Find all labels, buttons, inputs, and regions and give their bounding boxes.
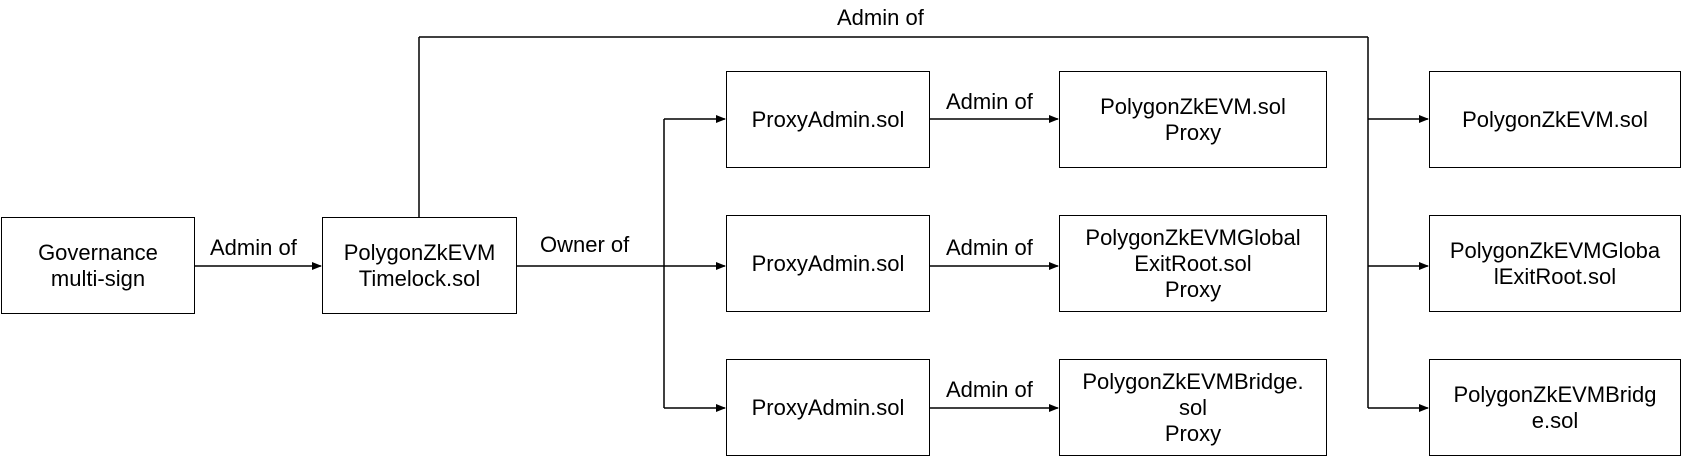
edge-label-proxy-admin-2-admin-of: Admin of — [946, 235, 1033, 260]
node-label-line: PolygonZkEVM.sol — [1100, 93, 1286, 119]
node-label-line: PolygonZkEVMBridg — [1453, 381, 1657, 407]
node-label-line: Proxy — [1164, 276, 1222, 302]
node-label-line: e.sol — [1531, 407, 1579, 433]
proxy-admin-box-1: ProxyAdmin.sol — [726, 71, 930, 168]
node-label-line: ExitRoot.sol — [1134, 250, 1252, 276]
bridge-proxy-box: PolygonZkEVMBridge. sol Proxy — [1059, 359, 1327, 456]
node-label-line: Proxy — [1164, 119, 1222, 145]
node-label-line: PolygonZkEVM.sol — [1462, 106, 1648, 132]
proxy-admin-box-3: ProxyAdmin.sol — [726, 359, 930, 456]
node-label-line: PolygonZkEVM — [343, 239, 496, 265]
node-label-line: Timelock.sol — [358, 265, 481, 291]
node-label-line: multi-sign — [50, 265, 146, 291]
zkevm-proxy-box: PolygonZkEVM.sol Proxy — [1059, 71, 1327, 168]
timelock-box: PolygonZkEVM Timelock.sol — [322, 217, 517, 314]
node-label-line: Governance — [38, 239, 158, 265]
edge-label-governance-admin-of: Admin of — [210, 235, 297, 260]
zkevm-implementation-box: PolygonZkEVM.sol — [1429, 71, 1681, 168]
edge-label-top-admin-of: Admin of — [837, 5, 924, 30]
global-exit-root-proxy-box: PolygonZkEVMGlobal ExitRoot.sol Proxy — [1059, 215, 1327, 312]
node-label-line: PolygonZkEVMGloba — [1449, 237, 1661, 263]
node-label-line: PolygonZkEVMBridge. — [1082, 368, 1304, 394]
edge-label-proxy-admin-1-admin-of: Admin of — [946, 89, 1033, 114]
node-label-line: PolygonZkEVMGlobal — [1085, 224, 1301, 250]
governance-multisig-box: Governance multi-sign — [1, 217, 195, 314]
proxy-admin-box-2: ProxyAdmin.sol — [726, 215, 930, 312]
bridge-implementation-box: PolygonZkEVMBridg e.sol — [1429, 359, 1681, 456]
global-exit-root-implementation-box: PolygonZkEVMGloba lExitRoot.sol — [1429, 215, 1681, 312]
node-label-line: ProxyAdmin.sol — [751, 106, 905, 132]
node-label-line: ProxyAdmin.sol — [751, 394, 905, 420]
edge-label-owner-of: Owner of — [540, 232, 630, 257]
node-label-line: ProxyAdmin.sol — [751, 250, 905, 276]
edge-label-proxy-admin-3-admin-of: Admin of — [946, 377, 1033, 402]
node-label-line: sol — [1178, 394, 1208, 420]
node-label-line: Proxy — [1164, 420, 1222, 446]
node-label-line: lExitRoot.sol — [1493, 263, 1617, 289]
